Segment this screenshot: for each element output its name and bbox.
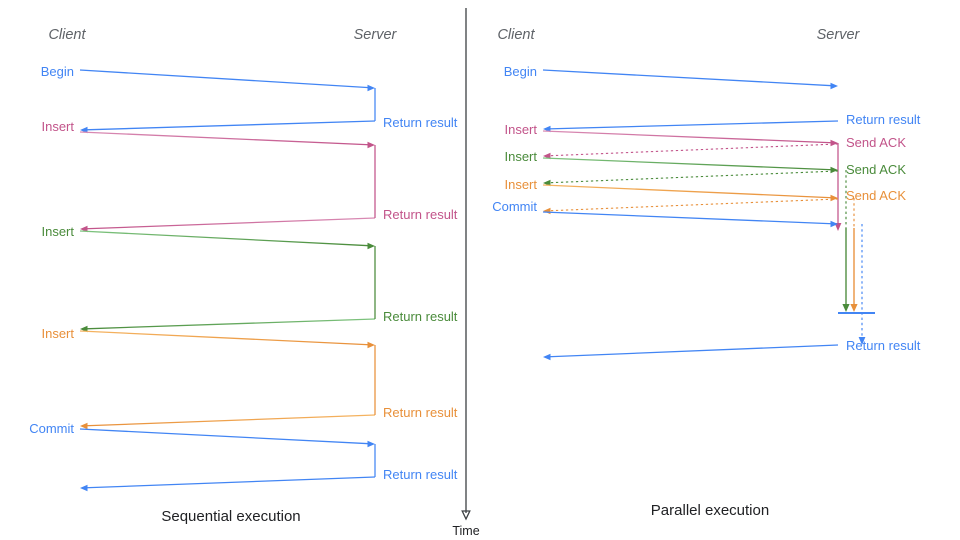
message-arrowhead [830,82,838,90]
lane-title-client: Client [497,27,535,43]
message-arrow-line [548,120,839,130]
message-label: Insert [504,149,537,164]
message-arrow-line [542,130,833,144]
message-label: Insert [504,177,537,192]
server-lane-arrowhead [850,304,858,312]
time-axis: Time [452,8,480,538]
message-label: Insert [41,326,74,341]
message-label: Send ACK [846,135,906,150]
message-label: Return result [383,467,458,482]
message-label: Return result [846,112,921,127]
message-arrowhead [80,325,88,333]
message-arrowhead [367,84,375,92]
server-lane-group-parallel [834,143,866,345]
message-arrow-line [85,217,376,230]
message-label: Begin [504,64,537,79]
message-label: Insert [504,122,537,137]
message-arrow-line [79,428,370,445]
message-arrowhead [80,484,88,492]
message-arrow-line [79,330,370,346]
message-label: Commit [29,421,74,436]
message-arrow-line [542,184,833,199]
message-label: Send ACK [846,162,906,177]
message-arrow-line [548,344,839,358]
message-arrowhead [80,225,88,233]
panel-caption-parallel: Parallel execution [651,502,769,519]
server-lane-arrowhead [842,304,850,312]
message-arrow-line [85,318,376,330]
message-arrow-line [548,170,839,184]
message-arrowhead [830,194,838,202]
message-arrow-line [79,230,370,247]
message-arrow-line [85,120,376,131]
server-lane-arrowhead [834,223,842,231]
message-arrow-line [79,131,370,146]
server-lane-arrowhead [858,337,866,345]
message-arrowhead [830,139,838,147]
message-label: Begin [41,64,74,79]
message-arrow-line [85,476,376,489]
message-arrow-line [542,211,833,225]
message-arrow-line [548,143,839,157]
lane-title-client: Client [48,27,86,43]
message-label: Send ACK [846,188,906,203]
message-arrow-line [542,157,833,171]
time-axis-label: Time [452,524,479,538]
message-arrow-line [79,69,370,89]
message-arrowhead [367,341,375,349]
message-arrow-line [548,198,839,212]
message-arrowhead [543,353,551,361]
panel-caption-sequential: Sequential execution [161,508,300,525]
lane-title-server: Server [354,27,398,43]
message-arrowhead [80,422,88,430]
message-arrowhead [367,242,375,250]
message-arrowhead [830,166,838,174]
message-arrowhead [543,207,551,215]
message-label: Insert [41,224,74,239]
time-axis-arrowhead [461,510,471,521]
lane-title-server: Server [817,27,861,43]
message-arrowhead [830,220,838,228]
message-label: Insert [41,119,74,134]
message-label: Return result [383,207,458,222]
message-arrow-line [85,414,376,427]
message-arrowhead [367,440,375,448]
message-label: Return result [846,338,921,353]
message-label: Return result [383,405,458,420]
message-label: Return result [383,309,458,324]
message-label: Commit [492,199,537,214]
message-label: Return result [383,115,458,130]
message-arrowhead [367,141,375,149]
message-arrow-line [542,69,833,87]
